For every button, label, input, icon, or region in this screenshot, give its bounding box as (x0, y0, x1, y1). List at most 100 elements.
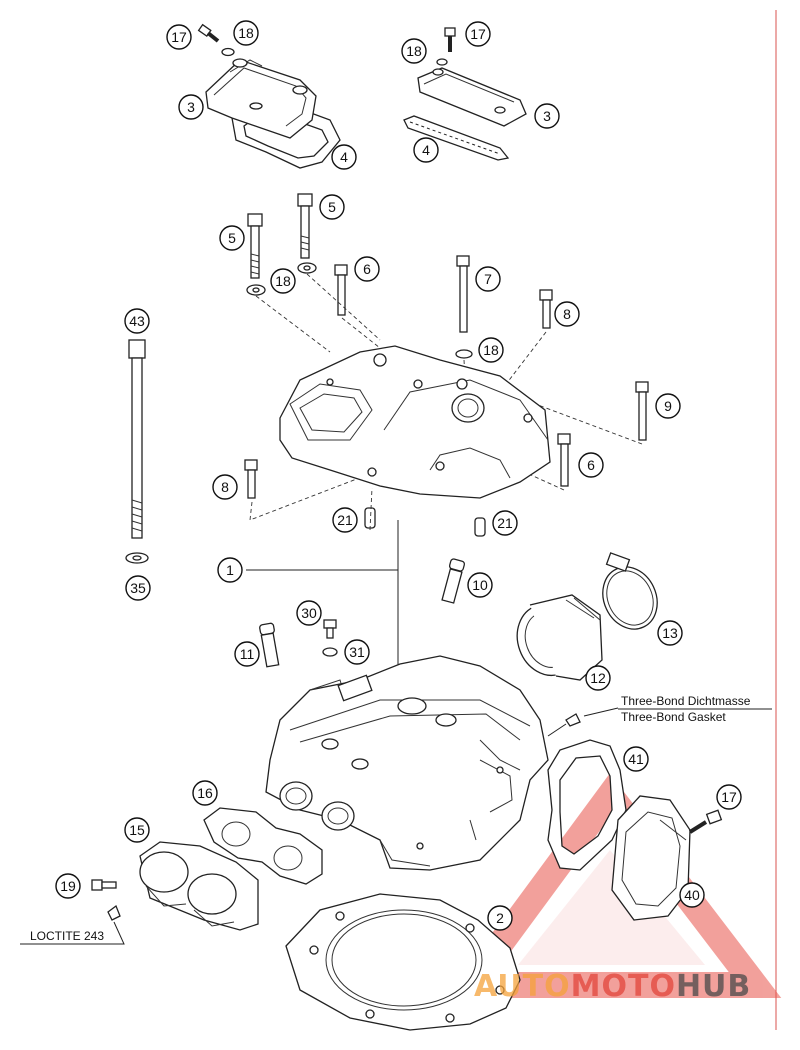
callout-label: 43 (129, 313, 145, 329)
callout-circle (319, 194, 345, 220)
callout-c8a: 8 (554, 301, 580, 327)
callout-circle (716, 784, 742, 810)
watermark-text-moto: MOTO (571, 969, 676, 1004)
callout-circle (413, 137, 439, 163)
intake-flange-part-15 (139, 841, 259, 931)
callout-c13: 13 (657, 620, 683, 646)
callout-label: 19 (60, 878, 76, 894)
callout-c9: 9 (655, 393, 681, 419)
callout-label: 6 (363, 261, 371, 277)
bolt-part-17b (444, 27, 456, 52)
callout-c17b: 17 (465, 21, 491, 47)
callout-circle (478, 337, 504, 363)
callout-circle (233, 20, 259, 46)
washer-part-18b (436, 58, 448, 66)
callout-circle (212, 474, 238, 500)
callout-c41: 41 (623, 746, 649, 772)
callout-label: 17 (721, 789, 737, 805)
callout-circle (487, 905, 513, 931)
callout-label: 15 (129, 822, 145, 838)
callout-c31: 31 (344, 639, 370, 665)
callout-c18c: 18 (270, 268, 296, 294)
callout-label: 18 (483, 342, 499, 358)
callout-c30: 30 (296, 600, 322, 626)
callout-circle (234, 641, 260, 667)
callout-label: 2 (496, 910, 504, 926)
callout-label: 18 (238, 25, 254, 41)
right-cover-group (403, 27, 527, 161)
callout-c18a: 18 (233, 20, 259, 46)
callout-label: 18 (275, 273, 291, 289)
gasket-part-16 (203, 807, 323, 885)
sealant-drop (565, 713, 581, 727)
callout-c11: 11 (234, 641, 260, 667)
callout-c8b: 8 (212, 474, 238, 500)
callout-circle (655, 393, 681, 419)
callout-c7: 7 (475, 266, 501, 292)
left-cover-group (197, 23, 341, 169)
callout-c21a: 21 (332, 507, 358, 533)
callout-circle (401, 38, 427, 64)
callout-circle (55, 873, 81, 899)
note-threebond-de: Three-Bond Dichtmasse (621, 694, 751, 708)
long-stud-part-43 (125, 339, 149, 564)
washer-part-31 (322, 647, 338, 657)
callout-circle (331, 144, 357, 170)
callout-c21b: 21 (492, 510, 518, 536)
head-gasket-part-2 (285, 893, 521, 1031)
callout-label: 8 (221, 479, 229, 495)
callout-c18b: 18 (401, 38, 427, 64)
callout-label: 6 (587, 457, 595, 473)
callout-circle (296, 600, 322, 626)
callout-circle (192, 780, 218, 806)
callout-c35: 35 (125, 575, 151, 601)
callout-c15: 15 (124, 817, 150, 843)
callout-circle (465, 21, 491, 47)
callout-label: 16 (197, 785, 213, 801)
washer-part-18a (221, 47, 235, 57)
callout-circle (657, 620, 683, 646)
screw-part-30 (323, 619, 337, 639)
callout-label: 13 (662, 625, 678, 641)
callout-circle (492, 510, 518, 536)
callout-c18d: 18 (478, 337, 504, 363)
callout-label: 17 (171, 29, 187, 45)
valve-guide-part-10 (441, 558, 466, 604)
callout-label: 40 (684, 887, 700, 903)
callout-circle (219, 225, 245, 251)
watermark-text: AUTOMOTOHUB (474, 969, 750, 1004)
callout-c5a: 5 (219, 225, 245, 251)
callout-c1: 1 (217, 557, 243, 583)
note-loctite: LOCTITE 243 (30, 929, 104, 943)
callout-label: 21 (497, 515, 513, 531)
watermark-text-auto: AUTO (474, 969, 571, 1004)
upper-bolts (244, 193, 649, 537)
callout-circle (623, 746, 649, 772)
callout-c5b: 5 (319, 194, 345, 220)
callout-circle (332, 507, 358, 533)
callout-c17c: 17 (716, 784, 742, 810)
callout-circle (679, 882, 705, 908)
callout-label: 5 (228, 230, 236, 246)
callout-label: 3 (543, 108, 551, 124)
callout-label: 17 (470, 26, 486, 42)
callout-circle (578, 452, 604, 478)
callout-c3b: 3 (534, 103, 560, 129)
callout-label: 10 (472, 577, 488, 593)
screw-part-19 (91, 879, 117, 891)
callout-circle (554, 301, 580, 327)
callout-label: 8 (563, 306, 571, 322)
callout-label: 35 (130, 580, 146, 596)
callout-circle (124, 308, 150, 334)
callout-label: 9 (664, 398, 672, 414)
callout-label: 5 (328, 199, 336, 215)
callout-label: 12 (590, 670, 606, 686)
callout-label: 3 (187, 99, 195, 115)
callout-label: 4 (340, 149, 348, 165)
callout-circle (270, 268, 296, 294)
callout-c16: 16 (192, 780, 218, 806)
callout-label: 4 (422, 142, 430, 158)
callout-circle (585, 665, 611, 691)
